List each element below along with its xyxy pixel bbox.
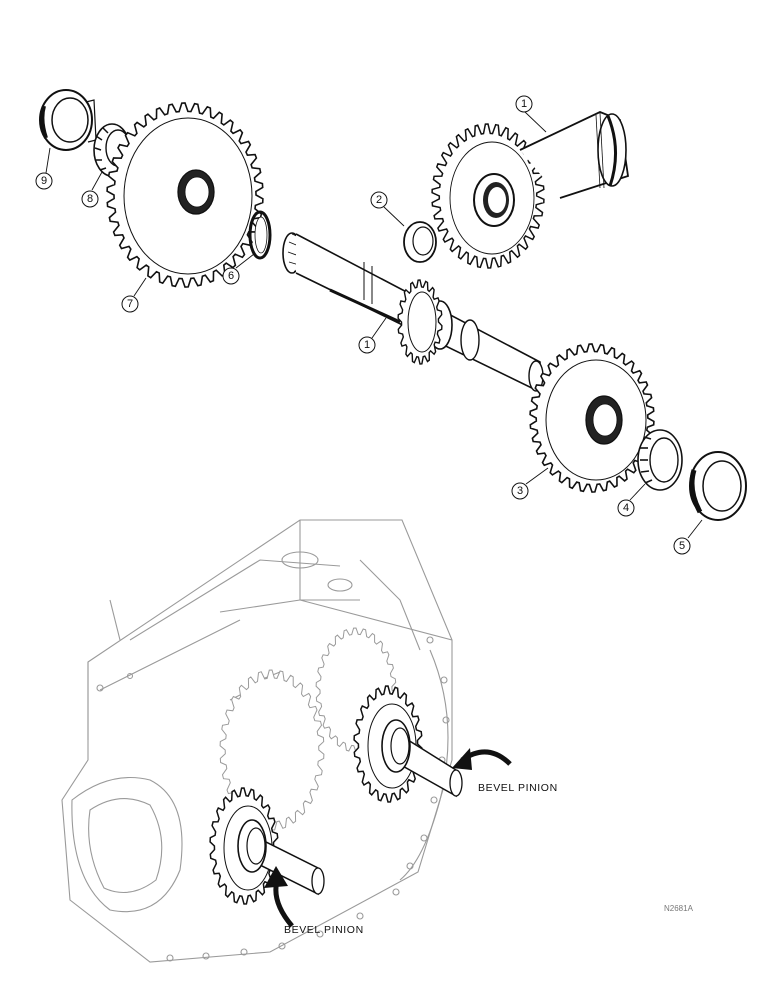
svg-text:2: 2 xyxy=(376,194,382,206)
svg-text:8: 8 xyxy=(87,193,93,205)
callout-9: 9 xyxy=(35,147,53,190)
callout-1-top: 1 xyxy=(515,95,547,133)
svg-text:6: 6 xyxy=(228,270,234,282)
callout-7: 7 xyxy=(121,277,147,313)
bearing-cup-5 xyxy=(689,451,747,521)
callout-1-shaft: 1 xyxy=(358,317,387,354)
countershaft-1 xyxy=(282,232,544,394)
spacer-2 xyxy=(403,221,437,263)
spur-gear-3 xyxy=(529,343,655,493)
svg-text:4: 4 xyxy=(623,502,629,514)
ghost-gear xyxy=(219,669,325,831)
bevel-gear-1 xyxy=(431,111,629,269)
spur-gear-7 xyxy=(106,102,264,288)
callout-3: 3 xyxy=(511,467,549,500)
callout-8: 8 xyxy=(81,171,103,208)
callouts: 1 2 1 3 4 5 6 xyxy=(35,95,703,555)
bevel-pinion-shaft-right xyxy=(381,719,463,798)
callout-5: 5 xyxy=(673,519,703,555)
svg-text:7: 7 xyxy=(127,298,133,310)
svg-text:5: 5 xyxy=(679,540,685,552)
figure-reference: N2681A xyxy=(664,904,693,913)
svg-text:3: 3 xyxy=(517,485,523,497)
bearing-cup-9 xyxy=(39,89,97,151)
bearing-cone-4 xyxy=(637,429,683,491)
gear-hub-ring xyxy=(592,403,618,437)
callout-6: 6 xyxy=(222,253,255,285)
bevel-pinion-shaft-left xyxy=(237,819,325,896)
callout-4: 4 xyxy=(617,483,646,517)
arrow-left-pinion xyxy=(264,866,294,928)
svg-text:1: 1 xyxy=(364,339,370,351)
bevel-pinion-label-left: BEVEL PINION xyxy=(284,924,364,936)
svg-text:1: 1 xyxy=(521,98,527,110)
gear-hub-ring xyxy=(407,291,437,353)
bevel-pinion-label-right: BEVEL PINION xyxy=(478,782,558,794)
svg-text:9: 9 xyxy=(41,175,47,187)
snap-ring-6 xyxy=(248,210,272,260)
callout-2: 2 xyxy=(370,191,405,227)
gear-hub-ring xyxy=(184,176,210,208)
arrow-right-pinion xyxy=(452,748,512,770)
